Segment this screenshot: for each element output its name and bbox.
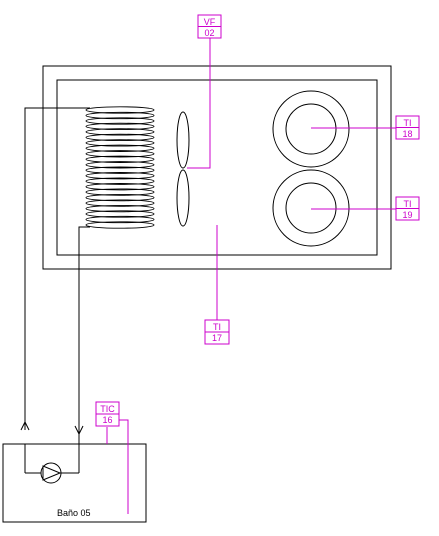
coil-turn <box>85 128 155 136</box>
fan-blade-lower <box>176 169 190 227</box>
tag-ti18-number: 18 <box>402 129 412 139</box>
supply-pipe <box>24 107 90 430</box>
tag-tic16: TIC 16 <box>95 401 120 427</box>
coil-turn <box>85 133 155 142</box>
ring-lower-outer <box>272 169 350 247</box>
vf02-signal-line <box>187 38 211 169</box>
coil-turn <box>85 183 155 191</box>
coil-turn <box>85 106 155 114</box>
tic16-control-line <box>118 419 129 514</box>
coil-turn <box>85 144 155 152</box>
tag-vf02: VF 02 <box>197 14 222 39</box>
tag-ti17-letters: TI <box>213 322 221 332</box>
return-arrow-icon <box>74 425 84 436</box>
tag-ti17: TI 17 <box>204 319 230 345</box>
coil-turn <box>85 193 155 202</box>
tag-ti18-letters: TI <box>404 118 412 128</box>
coil-turn <box>85 150 155 158</box>
coil-turn <box>85 177 155 185</box>
supply-arrow-icon <box>20 420 30 431</box>
coil-turn <box>85 161 155 169</box>
coil-turn <box>85 188 155 196</box>
tag-vf02-letters: VF <box>204 17 216 27</box>
pump-triangle-icon <box>42 465 62 481</box>
coil-turn <box>85 111 155 120</box>
coil-turn <box>85 117 155 125</box>
coil-turn <box>85 199 155 207</box>
tag-ti19-number: 19 <box>402 210 412 220</box>
tag-ti19-letters: TI <box>404 199 412 209</box>
ring-lower-inner <box>285 182 337 234</box>
coil-turn <box>85 221 155 229</box>
fan-blade-upper <box>176 111 190 169</box>
ring-upper-outer <box>272 90 350 168</box>
tag-ti19: TI 19 <box>395 196 420 221</box>
tag-tic16-number: 16 <box>102 415 112 425</box>
coil-turn <box>85 155 155 163</box>
ring-upper-inner <box>285 103 337 155</box>
coil-turn <box>85 122 155 131</box>
tag-tic16-letters: TIC <box>100 404 115 414</box>
coil-turn <box>85 204 155 213</box>
coil-turn <box>85 215 155 224</box>
bath-label: Baño 05 <box>57 508 91 518</box>
return-pipe <box>78 226 90 473</box>
heat-exchanger-coil <box>85 106 155 229</box>
coil-turn <box>85 166 155 174</box>
coil-turn <box>85 210 155 218</box>
bath-tank <box>2 443 147 523</box>
tag-ti18: TI 18 <box>395 115 420 140</box>
coil-turn <box>85 139 155 147</box>
coil-turn <box>85 172 155 180</box>
tag-vf02-number: 02 <box>204 28 214 38</box>
tag-ti17-number: 17 <box>212 333 222 343</box>
